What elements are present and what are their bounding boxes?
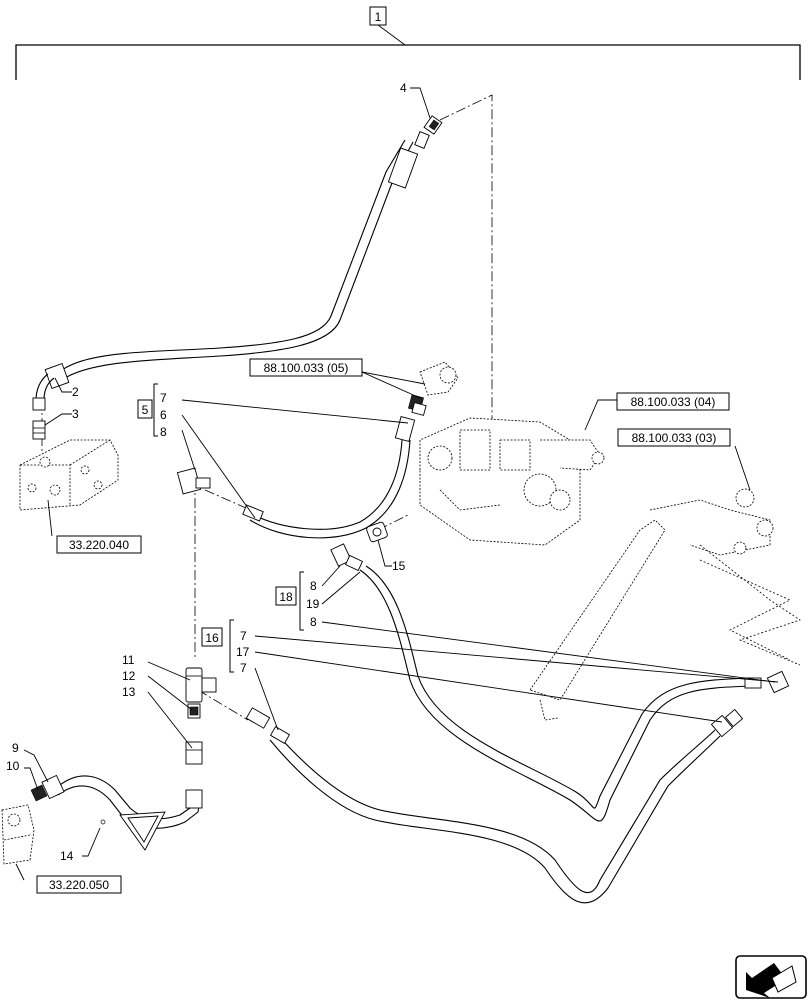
ref-33-220-050[interactable]: 33.220.050: [36, 875, 122, 894]
callout-3: 3: [72, 407, 79, 421]
callout-13: 13: [122, 685, 136, 699]
valve-block-left: [19, 439, 119, 537]
callout-numbers: 4 2 3 15 11 12 13 9 10 14: [6, 81, 407, 863]
tee-fitting-stack: [185, 667, 217, 765]
next-page-arrow-icon[interactable]: [735, 955, 807, 999]
upper-hose: [32, 115, 443, 411]
ref-88-100-033-04[interactable]: 88.100.033 (04): [616, 392, 730, 411]
group-18-box: 18: [279, 590, 293, 604]
group-5-item-1: 7: [160, 391, 167, 405]
svg-text:33.220.050: 33.220.050: [49, 878, 109, 892]
group-16-item-1: 7: [240, 629, 247, 643]
right-frame-bracket: [529, 488, 801, 721]
group-16-item-2: 17: [236, 645, 250, 659]
callout-10: 10: [6, 759, 20, 773]
callout-9: 9: [12, 741, 19, 755]
fitting-3: [32, 420, 46, 440]
group-16-item-3: 7: [240, 661, 247, 675]
ref-88-100-033-05[interactable]: 88.100.033 (05): [249, 358, 363, 377]
leader-lines: [23, 87, 779, 857]
svg-text:33.220.040: 33.220.040: [69, 538, 129, 552]
svg-text:88.100.033 (04): 88.100.033 (04): [631, 395, 716, 409]
fitting-15: [366, 521, 388, 543]
group-16-box: 16: [205, 631, 219, 645]
callout-12: 12: [122, 669, 136, 683]
group-5-item-3: 8: [160, 425, 167, 439]
group-18-item-1: 8: [310, 579, 317, 593]
ghost-elbow-fitting: [419, 361, 459, 396]
svg-text:88.100.033 (03): 88.100.033 (03): [632, 431, 717, 445]
group-5-box: 5: [142, 403, 149, 417]
top-box-number: 1: [375, 10, 382, 24]
group-5-item-2: 6: [160, 408, 167, 422]
callout-15: 15: [392, 559, 406, 573]
filter-housing-left: [1, 804, 35, 881]
group-16-callout: 16 7 17 7: [201, 619, 250, 675]
group-18-item-3: 8: [310, 615, 317, 629]
svg-text:88.100.033 (05): 88.100.033 (05): [264, 361, 349, 375]
group-18-item-2: 19: [306, 597, 320, 611]
reference-boxes: 88.100.033 (05) 88.100.033 (04) 88.100.0…: [36, 358, 731, 894]
hose-group-5: [242, 394, 427, 539]
assembly-bracket: 1: [15, 6, 801, 80]
callout-4: 4: [400, 81, 407, 95]
ref-88-100-033-03[interactable]: 88.100.033 (03): [617, 428, 731, 447]
lower-left-tube: [30, 774, 203, 851]
group-18-callout: 18 8 19 8: [275, 571, 320, 631]
ref-33-220-040[interactable]: 33.220.040: [56, 535, 142, 554]
elbow-fitting-8-upper: [176, 467, 211, 495]
callout-2: 2: [72, 385, 79, 399]
hose-group-16: [245, 707, 744, 904]
group-5-callout: 5 7 6 8: [137, 383, 167, 439]
elbow-fitting-4: [423, 115, 443, 135]
center-valve-bank: [419, 417, 605, 546]
callout-11: 11: [122, 653, 135, 667]
callout-14: 14: [60, 849, 74, 863]
